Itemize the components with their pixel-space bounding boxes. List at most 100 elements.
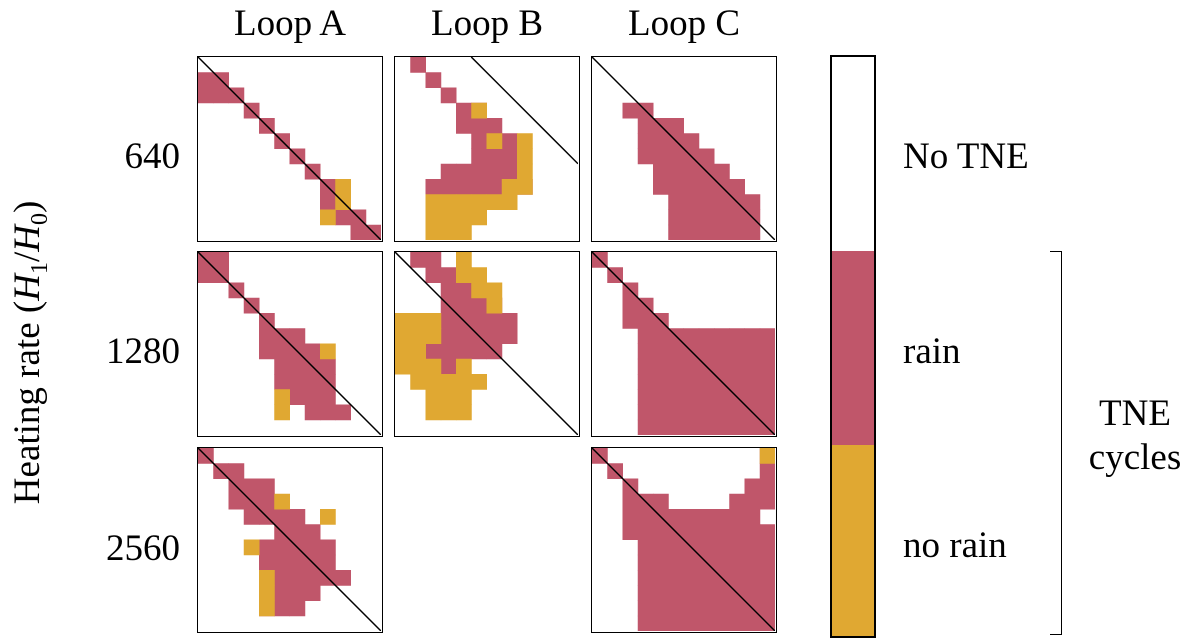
rain-cell [198,72,214,88]
rain-cell [668,374,684,390]
rain-cell [471,163,487,180]
no-rain-cell [517,148,533,165]
rain-cell [320,404,336,421]
no-rain-cell [425,313,442,329]
rain-cell [744,570,761,586]
rain-cell [622,524,639,540]
rain-cell [759,539,775,556]
rain-cell [698,585,715,601]
rain-cell [759,524,775,540]
rain-cell [440,313,457,329]
rain-cell [759,374,775,390]
rain-cell [714,509,730,525]
rain-cell [683,570,700,586]
no-rain-cell [456,194,472,210]
no-rain-cell [274,493,290,510]
rain-cell [683,419,700,435]
no-rain-cell [335,179,351,195]
diagonal-line [198,57,381,240]
rain-cell [637,374,654,390]
rain-cell [259,539,275,556]
no-rain-cell [456,252,472,268]
rain-cell [637,554,654,571]
panel-loop-c-1280 [591,251,777,437]
rain-cell [289,358,306,375]
rain-cell [714,539,730,556]
rain-cell [668,585,684,601]
rain-cell [259,554,275,571]
rain-cell [653,179,669,195]
rain-cell [653,615,669,631]
rain-cell [653,600,669,617]
rain-cell [425,179,442,195]
rain-cell [729,539,745,556]
rain-cell [714,419,730,435]
rain-cell [440,358,457,375]
rain-cell [471,297,487,314]
rain-cell [274,570,290,586]
rain-cell [683,600,700,617]
rain-cell [440,328,457,344]
rain-cell [714,600,730,617]
rain-cell [698,600,715,617]
rain-cell [698,209,715,226]
rain-cell [698,224,715,240]
rain-cell [320,194,336,210]
rain-cell [243,478,260,495]
rain-cell [471,118,487,134]
rain-cell [698,404,715,421]
rain-cell [729,600,745,617]
no-rain-cell [471,374,487,390]
no-rain-cell [517,179,533,195]
rain-cell [698,539,715,556]
rain-cell [683,389,700,405]
rain-cell [637,600,654,617]
rain-cell [637,570,654,586]
rain-cell [729,343,745,360]
rain-cell [698,343,715,360]
rain-cell [213,252,229,268]
rain-cell [456,282,472,299]
rain-cell [668,163,684,180]
no-rain-cell [456,358,472,375]
rain-cell [259,493,275,510]
rain-cell [320,389,336,405]
no-rain-cell [320,343,336,360]
legend-label-rain: rain [903,331,961,372]
rain-cell [698,194,715,210]
rain-cell [729,570,745,586]
no-rain-cell [456,374,472,390]
rain-cell [668,404,684,421]
rain-cell [289,374,306,390]
panel-grid [592,448,775,631]
rain-cell [228,463,245,479]
rain-cell [653,570,669,586]
rain-cell [320,539,336,556]
rain-cell [653,163,669,180]
rain-cell [714,615,730,631]
rain-cell [744,374,761,390]
rain-cell [714,585,730,601]
no-rain-cell [395,313,411,329]
no-rain-cell [410,358,426,375]
rain-cell [320,358,336,375]
rain-cell [637,419,654,435]
rain-cell [289,509,306,525]
legend-label-no-rain: no rain [903,525,1007,566]
rain-cell [456,118,472,134]
rain-cell [637,615,654,631]
rain-cell [668,419,684,435]
no-rain-cell [259,585,275,601]
rain-cell [698,570,715,586]
rain-cell [456,179,472,195]
rain-cell [637,539,654,556]
no-rain-cell [759,448,775,464]
rain-cell [653,404,669,421]
rain-cell [304,389,321,405]
rain-cell [274,554,290,571]
no-rain-cell [395,358,411,375]
rain-cell [289,524,306,540]
rain-cell [714,209,730,226]
no-rain-cell [471,282,487,299]
rain-cell [744,478,761,495]
